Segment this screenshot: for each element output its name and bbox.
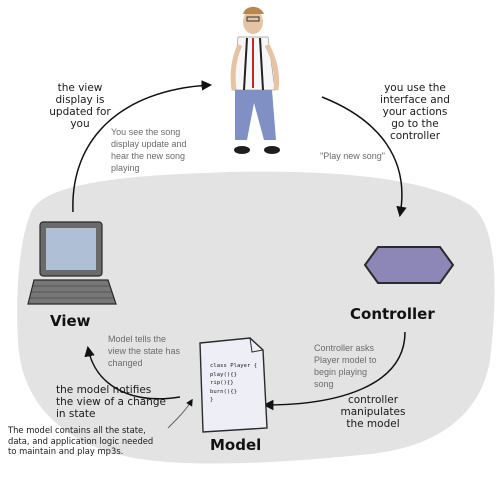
code-line: play(){} <box>210 371 237 378</box>
laptop-icon <box>27 221 117 305</box>
person-figure <box>230 6 280 154</box>
arrow-callout-to-model <box>167 398 193 429</box>
annotation-model-notifies: the model notifies the view of a change … <box>56 384 166 420</box>
controller-label: Controller <box>350 305 435 323</box>
arrow-view-to-user <box>72 80 213 213</box>
annotation-see-song: You see the song display update and hear… <box>111 127 187 173</box>
annotation-use-interface: you use the interface and your actions g… <box>380 82 450 142</box>
model-label: Model <box>210 436 262 454</box>
annotation-model-contains: The model contains all the state, data, … <box>8 425 154 456</box>
annotation-view-updated: the view display is updated for you <box>49 82 111 130</box>
background-blob <box>17 171 495 464</box>
annotation-controller-manipulates: controller manipulates the model <box>340 394 406 430</box>
code-line: class Player { <box>210 363 258 369</box>
view-label: View <box>50 312 91 330</box>
annotation-controller-asks: Controller asks Player model to begin pl… <box>314 343 377 389</box>
code-line: } <box>210 397 214 403</box>
model-page-icon <box>199 337 268 433</box>
annotation-model-tells: Model tells the view the state has chang… <box>108 334 181 368</box>
annotation-play-new-song: "Play new song" <box>320 151 385 161</box>
model-code: class Player { play(){} rip(){} burn(){}… <box>210 362 262 405</box>
arrow-user-to-controller <box>321 96 407 218</box>
code-line: rip(){} <box>210 380 234 386</box>
controller-shape <box>363 246 455 284</box>
arrow-model-to-view <box>84 345 181 400</box>
code-line: burn(){} <box>210 388 237 395</box>
arrow-controller-to-model <box>262 331 406 411</box>
